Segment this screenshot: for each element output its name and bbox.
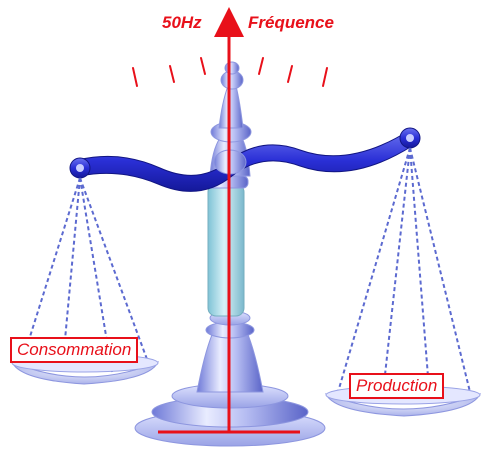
axis-value-label: 50Hz [162, 13, 202, 32]
scale-column [203, 61, 252, 317]
right-pan-chains [337, 147, 471, 403]
production-label: Production [349, 373, 445, 399]
scale-beam [69, 127, 421, 192]
consommation-label: Consommation [10, 337, 139, 363]
vibration-marks-icon [132, 57, 328, 87]
frequency-axis [158, 7, 300, 434]
axis-name-label: Fréquence [248, 13, 334, 32]
